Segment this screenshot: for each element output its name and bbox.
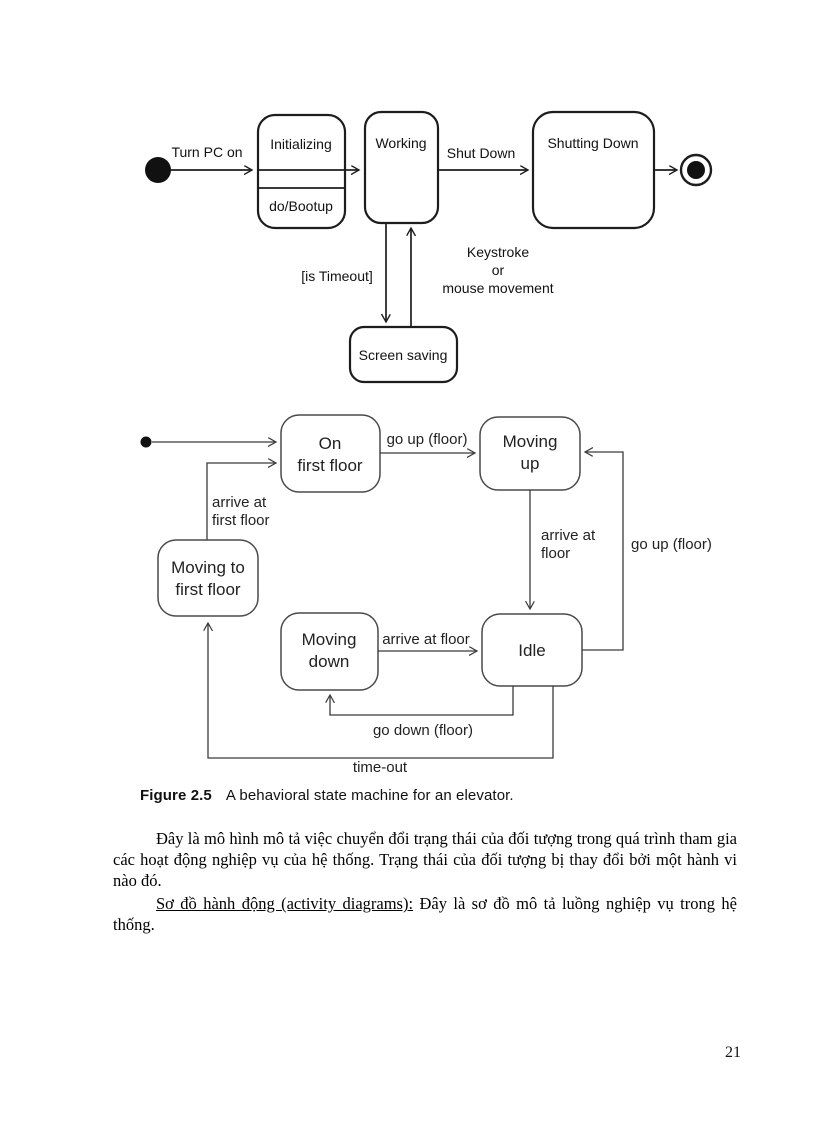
- state-moving-down-label-line2: down: [309, 652, 350, 671]
- paragraph-state-machine-description: Đây là mô hình mô tả việc chuyển đổi trạ…: [113, 829, 737, 890]
- state-shutting-down: [531, 110, 656, 230]
- state-moving-up-label-line2: up: [521, 454, 540, 473]
- initial-state-icon: [140, 436, 152, 448]
- state-moving-up-label-line1: Moving: [503, 432, 558, 451]
- state-moving-down-label-line1: Moving: [302, 630, 357, 649]
- state-working-label: Working: [375, 135, 426, 151]
- state-screen-saving: [348, 325, 459, 384]
- transition-arrive-first-floor-arrow: [206, 463, 276, 540]
- body-text: Đây là mô hình mô tả việc chuyển đổi trạ…: [113, 829, 737, 936]
- transition-go-up-right-arrow: [582, 452, 624, 651]
- transition-arrive-floor-label-line2: floor: [541, 545, 570, 562]
- state-working: [363, 110, 440, 225]
- page-number: 21: [725, 1044, 741, 1061]
- state-idle: [481, 613, 583, 687]
- state-on-first-floor-label-line1: On: [319, 434, 342, 453]
- state-idle-label: Idle: [518, 641, 545, 660]
- state-initializing-activity: do/Bootup: [269, 198, 333, 214]
- transition-go-down-label: go down (floor): [373, 722, 473, 739]
- transition-shut-down-label: Shut Down: [447, 145, 515, 161]
- state-initializing-label: Initializing: [270, 136, 331, 152]
- pc-state-diagram: Turn PC on Initializing do/Bootup Workin…: [145, 110, 713, 384]
- activity-diagram-description: Đây là sơ đồ mô tả luồng nghiệp vụ trong…: [113, 894, 737, 935]
- transition-arrive-floor-label-line1: arrive at: [541, 527, 596, 544]
- state-on-first-floor: [280, 414, 381, 493]
- figure-caption-label: Figure 2.5: [140, 787, 212, 804]
- state-moving-to-first-floor: [157, 539, 259, 617]
- transition-turn-pc-on-label: Turn PC on: [171, 144, 242, 160]
- transition-arrive-floor-mid-label: arrive at floor: [382, 631, 470, 648]
- transition-keystroke-label-line1: Keystroke: [467, 244, 529, 260]
- transition-timeout-label: [is Timeout]: [301, 268, 373, 284]
- state-on-first-floor-label-line2: first floor: [297, 456, 363, 475]
- transition-time-out-label: time-out: [353, 759, 408, 776]
- transition-keystroke-label-line3: mouse movement: [442, 280, 553, 296]
- state-initializing: [256, 113, 347, 230]
- final-state-inner-icon: [687, 161, 705, 179]
- activity-diagram-term: Sơ đồ hành động (activity diagrams):: [156, 894, 414, 914]
- transition-go-down-arrow: [330, 686, 514, 716]
- figure-caption-text: A behavioral state machine for an elevat…: [225, 787, 514, 804]
- initial-state-icon: [145, 157, 171, 183]
- state-screen-saving-label: Screen saving: [359, 347, 448, 363]
- paragraph-activity-diagram: Sơ đồ hành động (activity diagrams): Đây…: [113, 894, 737, 936]
- state-machine-diagrams: Turn PC on Initializing do/Bootup Workin…: [140, 110, 713, 776]
- state-moving-to-first-floor-label-line1: Moving to: [171, 558, 245, 577]
- transition-go-up-top-label: go up (floor): [387, 431, 468, 448]
- transition-time-out-arrow: [208, 623, 554, 759]
- transition-arrive-first-floor-label-line2: first floor: [212, 512, 270, 529]
- state-shutting-down-label: Shutting Down: [547, 135, 638, 151]
- figure-caption: Figure 2.5 A behavioral state machine for…: [140, 787, 514, 804]
- transition-arrive-first-floor-label-line1: arrive at: [212, 494, 267, 511]
- transition-keystroke-label-line2: or: [492, 262, 505, 278]
- transition-go-up-right-label: go up (floor): [631, 536, 712, 553]
- elevator-state-diagram: arrive at first floor On first floor go …: [140, 414, 712, 776]
- state-moving-to-first-floor-label-line2: first floor: [175, 580, 241, 599]
